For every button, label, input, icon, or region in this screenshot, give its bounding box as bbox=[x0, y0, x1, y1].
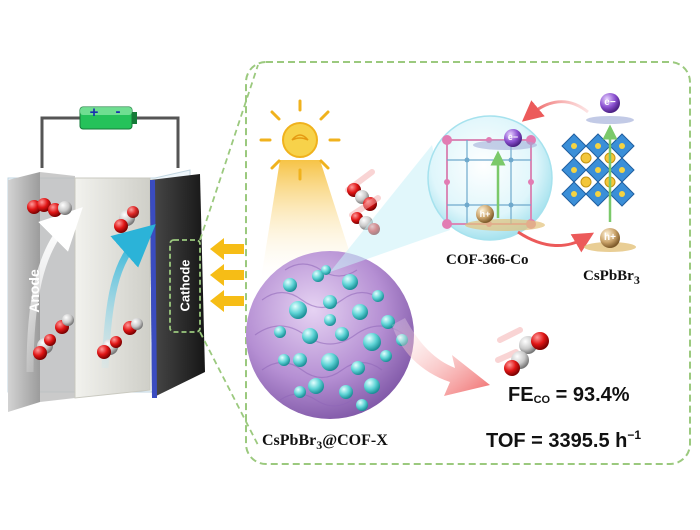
nanocrystal-dot bbox=[342, 274, 358, 290]
nanocrystal-dot bbox=[321, 265, 331, 275]
zoom-line-top bbox=[199, 64, 259, 241]
octahedron-center bbox=[571, 191, 577, 197]
composite-label-base: CsPbBr bbox=[262, 432, 317, 449]
cof-lumo-level bbox=[473, 140, 537, 150]
electrochemical-cell bbox=[7, 106, 205, 412]
co2-molecule bbox=[114, 206, 139, 233]
co2-molecule bbox=[48, 201, 72, 217]
perovskite-label-base: CsPbBr bbox=[583, 268, 634, 284]
zoom-frame bbox=[245, 61, 691, 465]
nanocrystal-dot bbox=[312, 270, 324, 282]
battery-icon bbox=[79, 106, 137, 130]
cathode-label: Cathode bbox=[177, 259, 193, 312]
perovskite-structure bbox=[561, 93, 636, 252]
nanocrystal-dot bbox=[363, 333, 381, 351]
co2-molecule bbox=[55, 314, 74, 334]
nanocrystal-dot bbox=[352, 304, 368, 320]
nanocrystal-dot bbox=[339, 385, 353, 399]
cof-zoom-bubble bbox=[330, 115, 553, 272]
tof-text: TOF = 3395.5 h bbox=[486, 430, 628, 452]
tof-exp: −1 bbox=[627, 428, 642, 442]
hole-transfer-arrow bbox=[517, 230, 595, 253]
nanocrystal-dot bbox=[283, 278, 297, 292]
anode-label: Anode bbox=[26, 269, 42, 313]
battery-minus: - bbox=[115, 103, 121, 120]
perovskite-label-sub: 3 bbox=[633, 273, 640, 287]
composite-label: CsPbBr3@COF-X bbox=[262, 432, 388, 453]
nanocrystal-dot bbox=[356, 399, 368, 411]
perovskite-electron-label: e− bbox=[604, 97, 616, 108]
nanocrystal-dot bbox=[324, 314, 336, 326]
octahedron-center bbox=[619, 167, 625, 173]
perovskite-hole-label: h+ bbox=[604, 232, 616, 243]
co2-molecule bbox=[97, 336, 122, 359]
nanocrystal-dot bbox=[335, 327, 349, 341]
nanocrystal-dot bbox=[364, 378, 380, 394]
perovskite-hole bbox=[600, 228, 620, 248]
o2-molecule bbox=[27, 198, 51, 214]
cof-hole bbox=[476, 205, 494, 223]
nanocrystal-dot bbox=[294, 386, 306, 398]
ion-flow-arrow-anode bbox=[26, 207, 83, 373]
co2-molecule bbox=[33, 334, 56, 360]
co-molecule bbox=[497, 327, 549, 354]
composite-particle bbox=[246, 251, 414, 419]
perovskite-nanocrystals bbox=[274, 265, 408, 411]
nanocrystal-dot bbox=[323, 295, 337, 309]
composite-label-sub: 3 bbox=[316, 438, 323, 452]
cof-homo-level bbox=[465, 219, 545, 231]
product-arrow bbox=[392, 318, 490, 396]
co2-molecule bbox=[123, 318, 143, 335]
nanocrystal-dot bbox=[351, 361, 365, 375]
nanocrystal-dot bbox=[278, 354, 290, 366]
nanocrystal-dot bbox=[293, 353, 307, 367]
octahedron-center bbox=[619, 191, 625, 197]
octahedron-center bbox=[619, 143, 625, 149]
nanocrystal-dot bbox=[308, 378, 324, 394]
turnover-frequency: TOF = 3395.5 h−1 bbox=[486, 428, 641, 453]
electron-transfer-arrow bbox=[521, 100, 589, 122]
octahedron-center bbox=[595, 191, 601, 197]
nanocrystal-dot bbox=[380, 350, 392, 362]
co-molecule bbox=[495, 349, 529, 376]
cesium-atom bbox=[580, 176, 592, 188]
nanocrystal-dot bbox=[321, 353, 339, 371]
fe-sub: CO bbox=[533, 394, 551, 406]
nanocrystal-dot bbox=[302, 328, 318, 344]
cof-name-label: COF-366-Co bbox=[446, 252, 529, 268]
octahedron-center bbox=[571, 167, 577, 173]
nanocrystal-dot bbox=[274, 326, 286, 338]
fe-value: = 93.4% bbox=[550, 384, 630, 406]
nanocrystal-dot bbox=[289, 301, 307, 319]
octahedron-center bbox=[595, 167, 601, 173]
cathode-highlight-box bbox=[169, 239, 201, 333]
perovskite-electron bbox=[600, 93, 620, 113]
cathode-plate bbox=[150, 174, 205, 398]
octahedron-center bbox=[571, 143, 577, 149]
fe-prefix: FE bbox=[508, 384, 534, 406]
cof-electron-label: e− bbox=[507, 132, 519, 142]
cof-hole-label: h+ bbox=[479, 209, 491, 219]
cesium-atom bbox=[580, 152, 592, 164]
nanocrystal-dot bbox=[381, 315, 395, 329]
faradaic-efficiency: FECO = 93.4% bbox=[508, 384, 630, 407]
cof-electron bbox=[504, 129, 522, 147]
light-arrows bbox=[210, 238, 244, 312]
octahedron-center bbox=[595, 143, 601, 149]
composite-label-suffix: @COF-X bbox=[322, 432, 388, 449]
battery-plus: + bbox=[89, 104, 99, 121]
zoom-line-bottom bbox=[199, 331, 259, 446]
perovskite-lattice bbox=[561, 133, 635, 207]
perovskite-label: CsPbBr3 bbox=[583, 268, 640, 288]
nanocrystal-dot bbox=[372, 290, 384, 302]
